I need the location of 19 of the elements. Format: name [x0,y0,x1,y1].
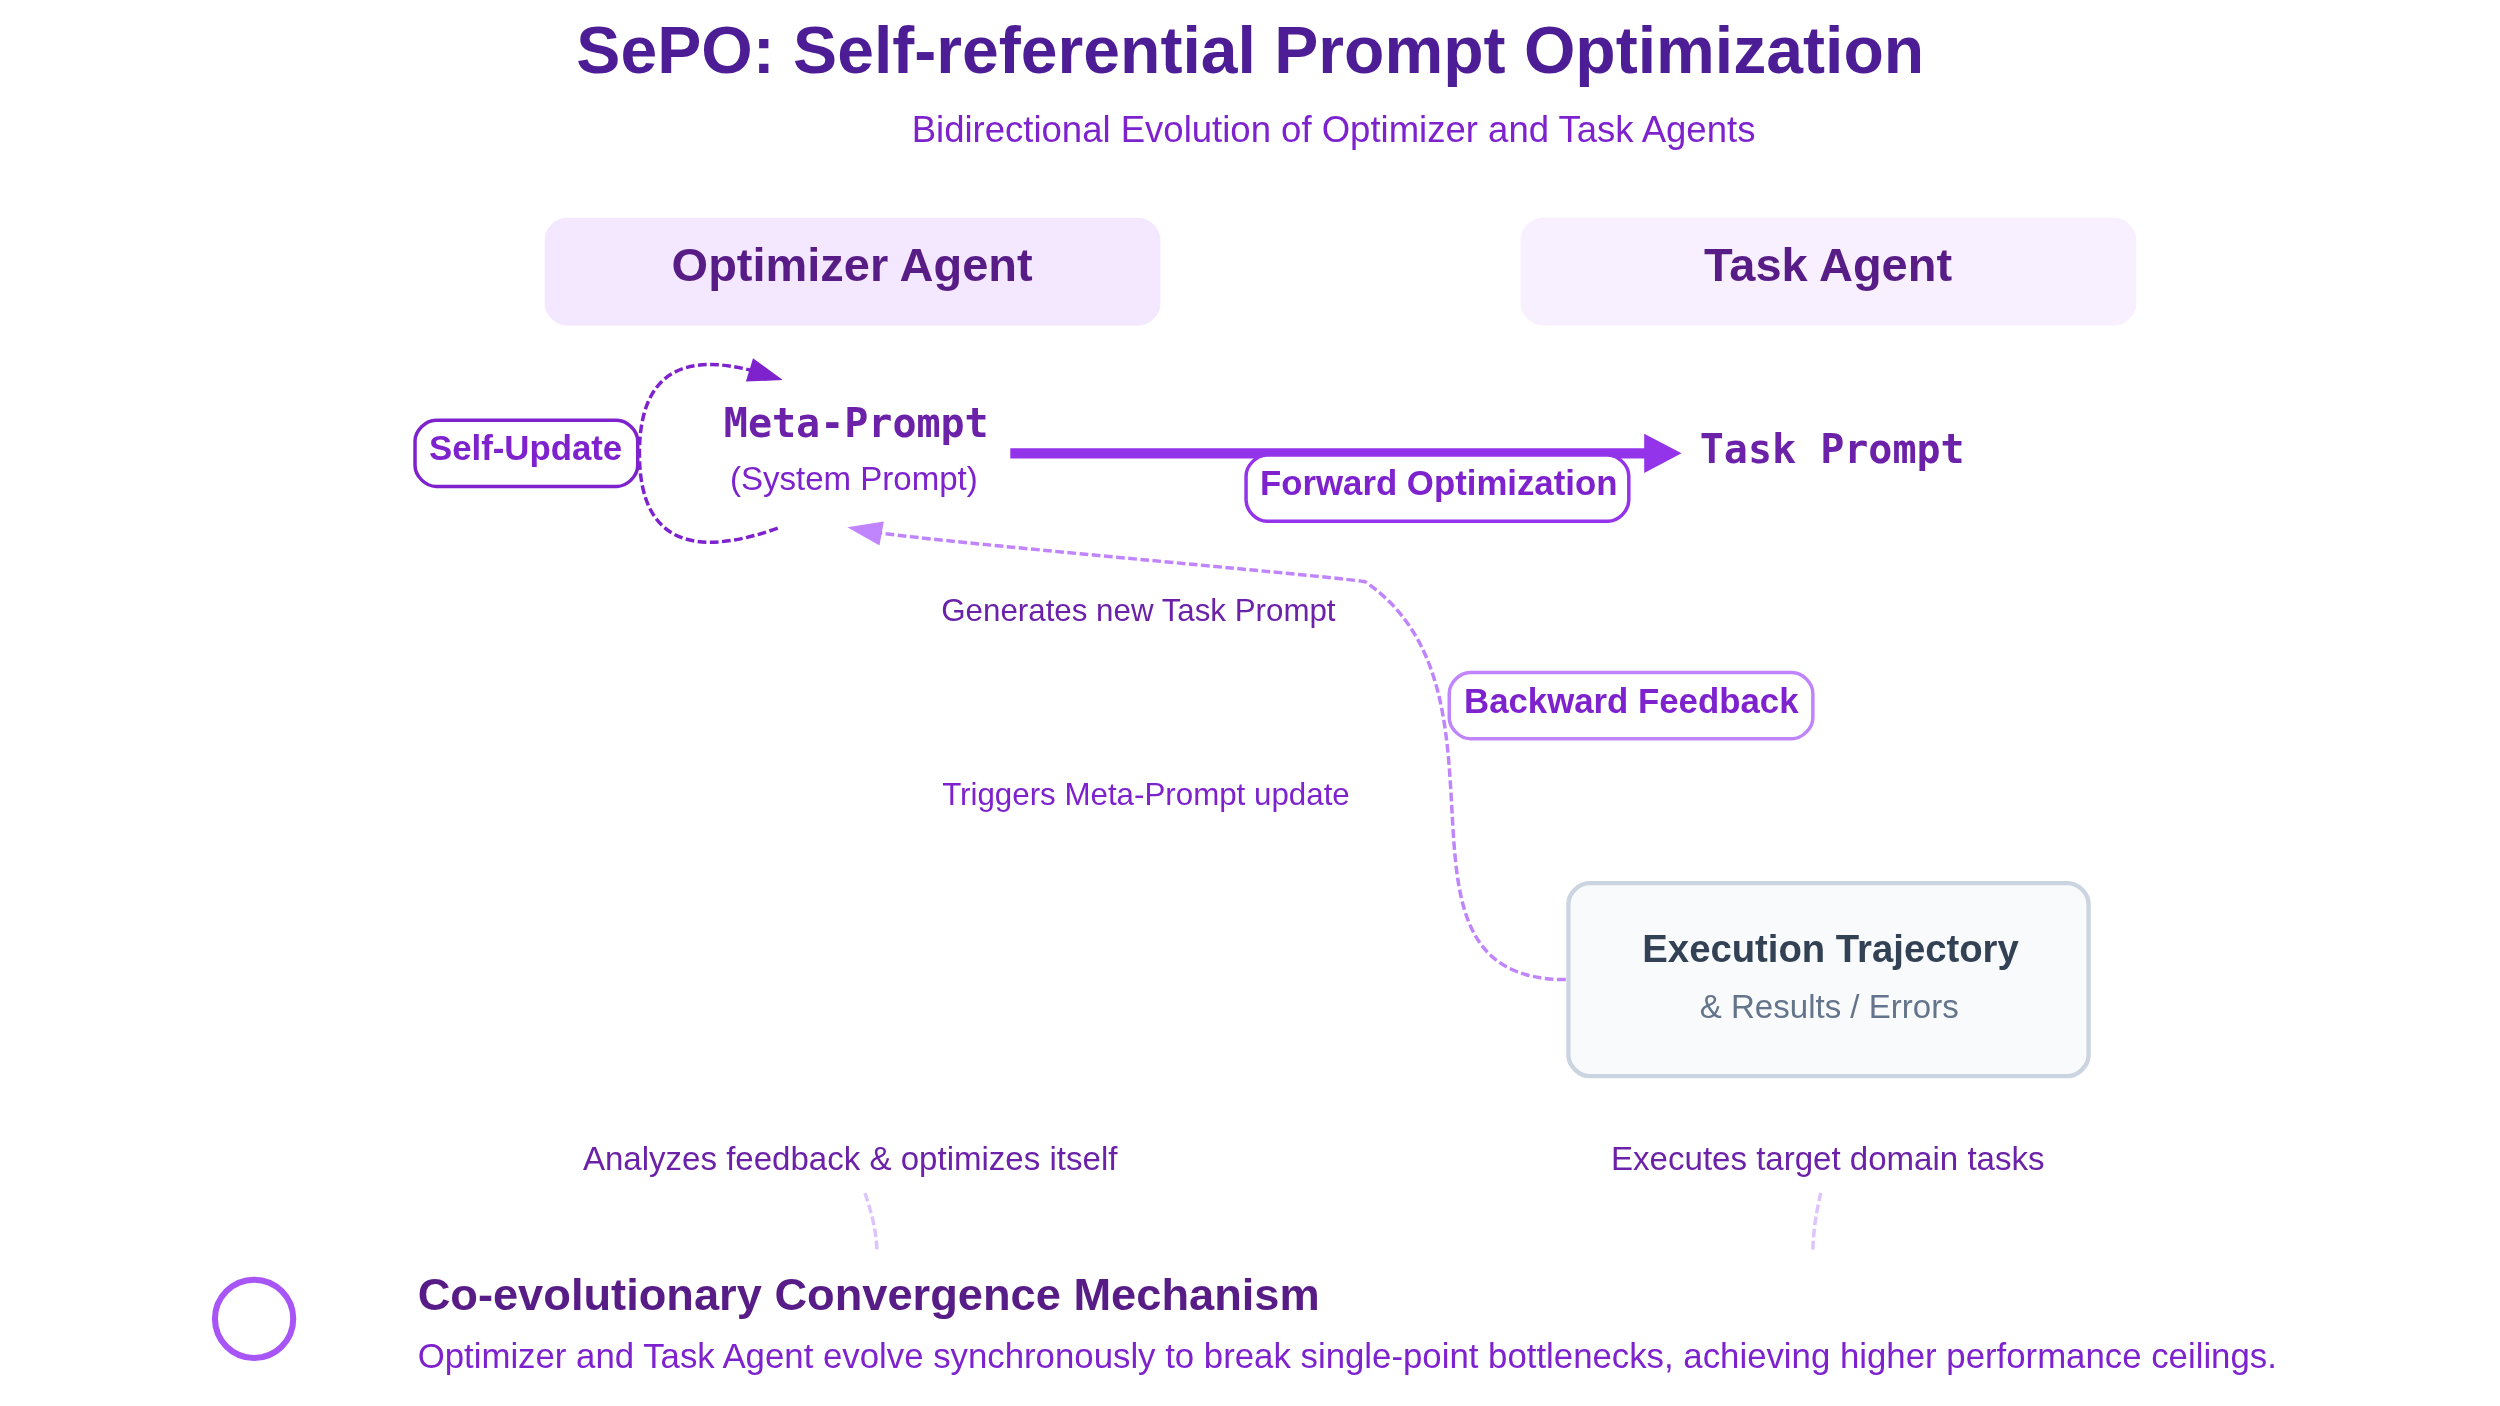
edge-label: Self-Update [428,429,622,468]
arrow [637,358,783,544]
diagram-title: SePO: Self-referential Prompt Optimization [575,13,1924,88]
edge-label: Forward Optimization [1259,464,1617,503]
node-text: Executes target domain tasks [1610,1139,2045,1177]
edge-label: Backward Feedback [1463,681,1798,720]
node-text: Meta-Prompt (System Prompt) [723,399,989,498]
label: Generates new Task Prompt [940,593,1336,629]
node-box: Execution Trajectory & Results / Errors [1565,880,2091,1079]
node-box: Optimizer Agent [544,217,1160,326]
node-circle [211,1276,296,1362]
node-text: Task Prompt [1699,425,1965,472]
node-text: Analyzes feedback & optimizes itself [582,1139,1117,1177]
arrow [846,521,1566,982]
connector [1810,1192,1822,1253]
label: Triggers Meta-Prompt update [941,777,1350,813]
arrow [1009,433,1682,473]
node-text: Co-evolutionary Convergence Mechanism Optimizer and Task Agent evolve synchronously to break single-point bottlenecks, achieving higher performance ceilings. [417,1268,2277,1375]
label: Bidirectional Evolution of Optimizer and Task Agents [911,109,1755,151]
